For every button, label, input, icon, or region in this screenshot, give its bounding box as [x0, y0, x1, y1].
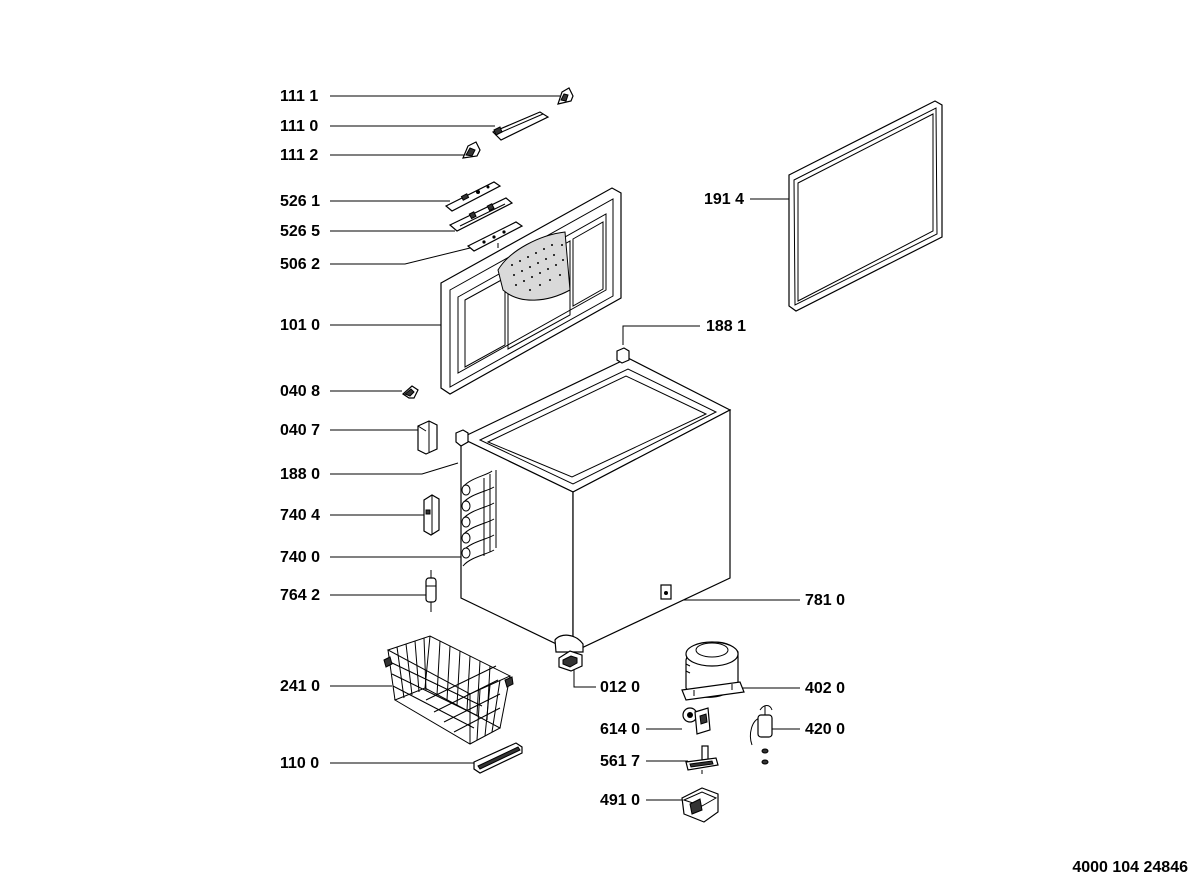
capacitor-drawing — [749, 705, 773, 765]
part-label-506-2: 506 2 — [280, 256, 320, 273]
part-label-012-0: 012 0 — [600, 679, 640, 696]
part-callout-188-1[interactable]: 188 1 — [622, 318, 746, 345]
document-number: 4000 104 24846 — [1072, 859, 1188, 876]
part-label-241-0: 241 0 — [280, 678, 320, 695]
part-callout-111-2[interactable]: 111 2 — [280, 147, 465, 164]
part-callout-012-0[interactable]: 012 0 — [573, 668, 640, 696]
part-label-561-7: 561 7 — [600, 753, 640, 770]
clip-drawing — [402, 385, 419, 399]
part-callout-526-5[interactable]: 526 5 — [280, 223, 455, 240]
wire-basket-drawing — [383, 635, 514, 745]
part-label-111-0: 111 0 — [280, 118, 318, 135]
relay-cover-drawing — [681, 787, 719, 823]
part-callout-506-2[interactable]: 506 2 — [280, 247, 471, 273]
part-label-040-8: 040 8 — [280, 383, 320, 400]
part-label-491-0: 491 0 — [600, 792, 640, 809]
part-callout-491-0[interactable]: 491 0 — [600, 792, 682, 809]
freezer-cabinet-drawing — [455, 347, 732, 653]
hinge-cap-right-drawing — [557, 87, 574, 105]
cabinet-foot-drawing — [558, 650, 583, 672]
filter-drier-drawing — [425, 570, 437, 612]
hinge-bar-drawing — [491, 111, 550, 141]
part-callout-420-0[interactable]: 420 0 — [772, 721, 845, 738]
part-callout-740-4[interactable]: 740 4 — [280, 507, 424, 524]
relay-drawing — [682, 707, 711, 735]
part-label-740-4: 740 4 — [280, 507, 320, 524]
part-callout-110-0[interactable]: 110 0 — [280, 755, 478, 772]
part-callout-764-2[interactable]: 764 2 — [280, 587, 426, 604]
part-callout-111-1[interactable]: 111 1 — [280, 88, 560, 105]
compressor-drawing — [681, 641, 745, 701]
control-panel-drawing — [444, 181, 502, 212]
part-label-420-0: 420 0 — [805, 721, 845, 738]
part-callout-740-0[interactable]: 740 0 — [280, 549, 465, 566]
panel-bracket-drawing — [448, 197, 514, 232]
part-callout-402-0[interactable]: 402 0 — [737, 680, 845, 697]
part-label-111-1: 111 1 — [280, 88, 318, 105]
part-label-764-2: 764 2 — [280, 587, 320, 604]
part-label-188-0: 188 0 — [280, 466, 320, 483]
part-label-188-1: 188 1 — [706, 318, 746, 335]
condenser-coil-drawing — [461, 470, 497, 567]
part-callout-191-4[interactable]: 191 4 — [704, 191, 792, 208]
part-label-781-0: 781 0 — [805, 592, 845, 609]
part-label-110-0: 110 0 — [280, 755, 319, 772]
part-callout-526-1[interactable]: 526 1 — [280, 193, 450, 210]
part-callout-111-0[interactable]: 111 0 — [280, 118, 495, 135]
part-label-040-7: 040 7 — [280, 422, 320, 439]
hinge-cap-left-drawing — [462, 141, 481, 159]
part-label-191-4: 191 4 — [704, 191, 744, 208]
overload-protector-drawing — [685, 745, 719, 774]
part-label-740-0: 740 0 — [280, 549, 320, 566]
door-gasket-drawing — [788, 100, 943, 312]
basket-handle-drawing — [473, 742, 523, 774]
part-callout-040-8[interactable]: 040 8 — [280, 383, 402, 400]
part-label-526-1: 526 1 — [280, 193, 320, 210]
light-strip-drawing — [466, 221, 524, 252]
freezer-lid-drawing — [440, 187, 622, 395]
part-label-526-5: 526 5 — [280, 223, 320, 240]
hinge-bracket-drawing — [417, 420, 438, 455]
part-label-614-0: 614 0 — [600, 721, 640, 738]
part-label-101-0: 101 0 — [280, 317, 320, 334]
part-callout-101-0[interactable]: 101 0 — [280, 317, 460, 334]
coil-bracket-drawing — [423, 494, 440, 536]
part-callout-561-7[interactable]: 561 7 — [600, 753, 688, 770]
part-label-111-2: 111 2 — [280, 147, 318, 164]
part-callout-241-0[interactable]: 241 0 — [280, 678, 392, 695]
part-callout-040-7[interactable]: 040 7 — [280, 422, 418, 439]
part-label-402-0: 402 0 — [805, 680, 845, 697]
part-callout-614-0[interactable]: 614 0 — [600, 721, 682, 738]
part-callout-188-0[interactable]: 188 0 — [280, 462, 459, 483]
